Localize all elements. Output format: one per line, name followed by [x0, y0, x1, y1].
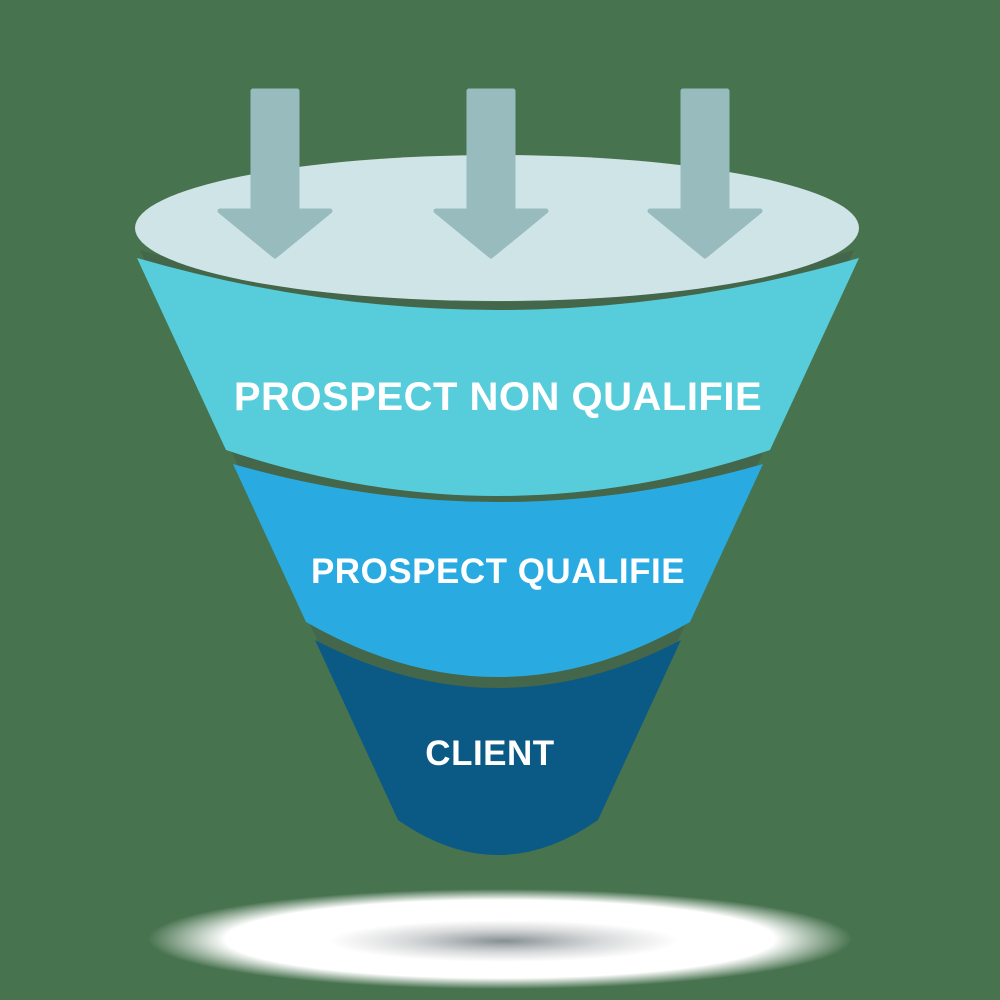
arrow-down-icon: [217, 88, 333, 259]
stage-label-prospect-qualifie: PROSPECT QUALIFIE: [311, 552, 685, 591]
funnel-stage-client: [315, 640, 681, 855]
arrow-down-icon: [647, 88, 763, 259]
stage-label-client: CLIENT: [425, 734, 554, 773]
ground-shadow-core: [329, 920, 679, 962]
funnel-stage-prospect-qualifie: [233, 464, 763, 677]
funnel-stage-prospect-non-qualifie: [137, 258, 859, 496]
stage-label-prospect-non-qualifie: PROSPECT NON QUALIFIE: [234, 375, 762, 419]
arrow-down-icon: [433, 88, 549, 259]
